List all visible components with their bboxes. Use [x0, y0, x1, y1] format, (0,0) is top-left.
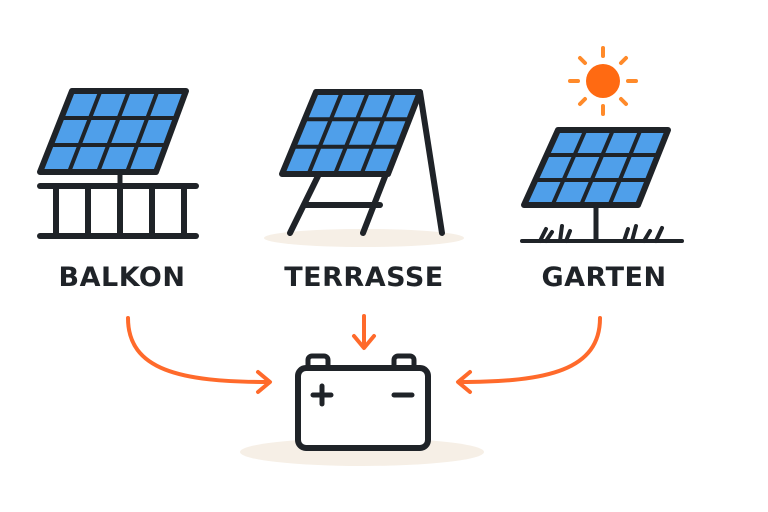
terrasse-shadow: [264, 229, 464, 247]
label-balkon: BALKON: [58, 262, 186, 293]
battery-icon: [295, 353, 431, 451]
label-garten: GARTEN: [541, 262, 667, 293]
balkon-solar-panel-icon: [37, 88, 189, 189]
terrasse-solar-panel-icon: [279, 89, 423, 177]
terrasse-frame: [287, 89, 445, 236]
garten-solar-panel-icon: [521, 127, 671, 243]
balcony-railing-icon: [37, 183, 199, 239]
sun-icon: [568, 46, 638, 116]
grass-icon: [520, 224, 684, 243]
arrow-icon: [126, 314, 602, 394]
arrow-garten-to-battery: [458, 316, 602, 384]
arrow-balkon-to-battery: [126, 316, 270, 384]
label-terrasse: TERRASSE: [284, 262, 444, 293]
